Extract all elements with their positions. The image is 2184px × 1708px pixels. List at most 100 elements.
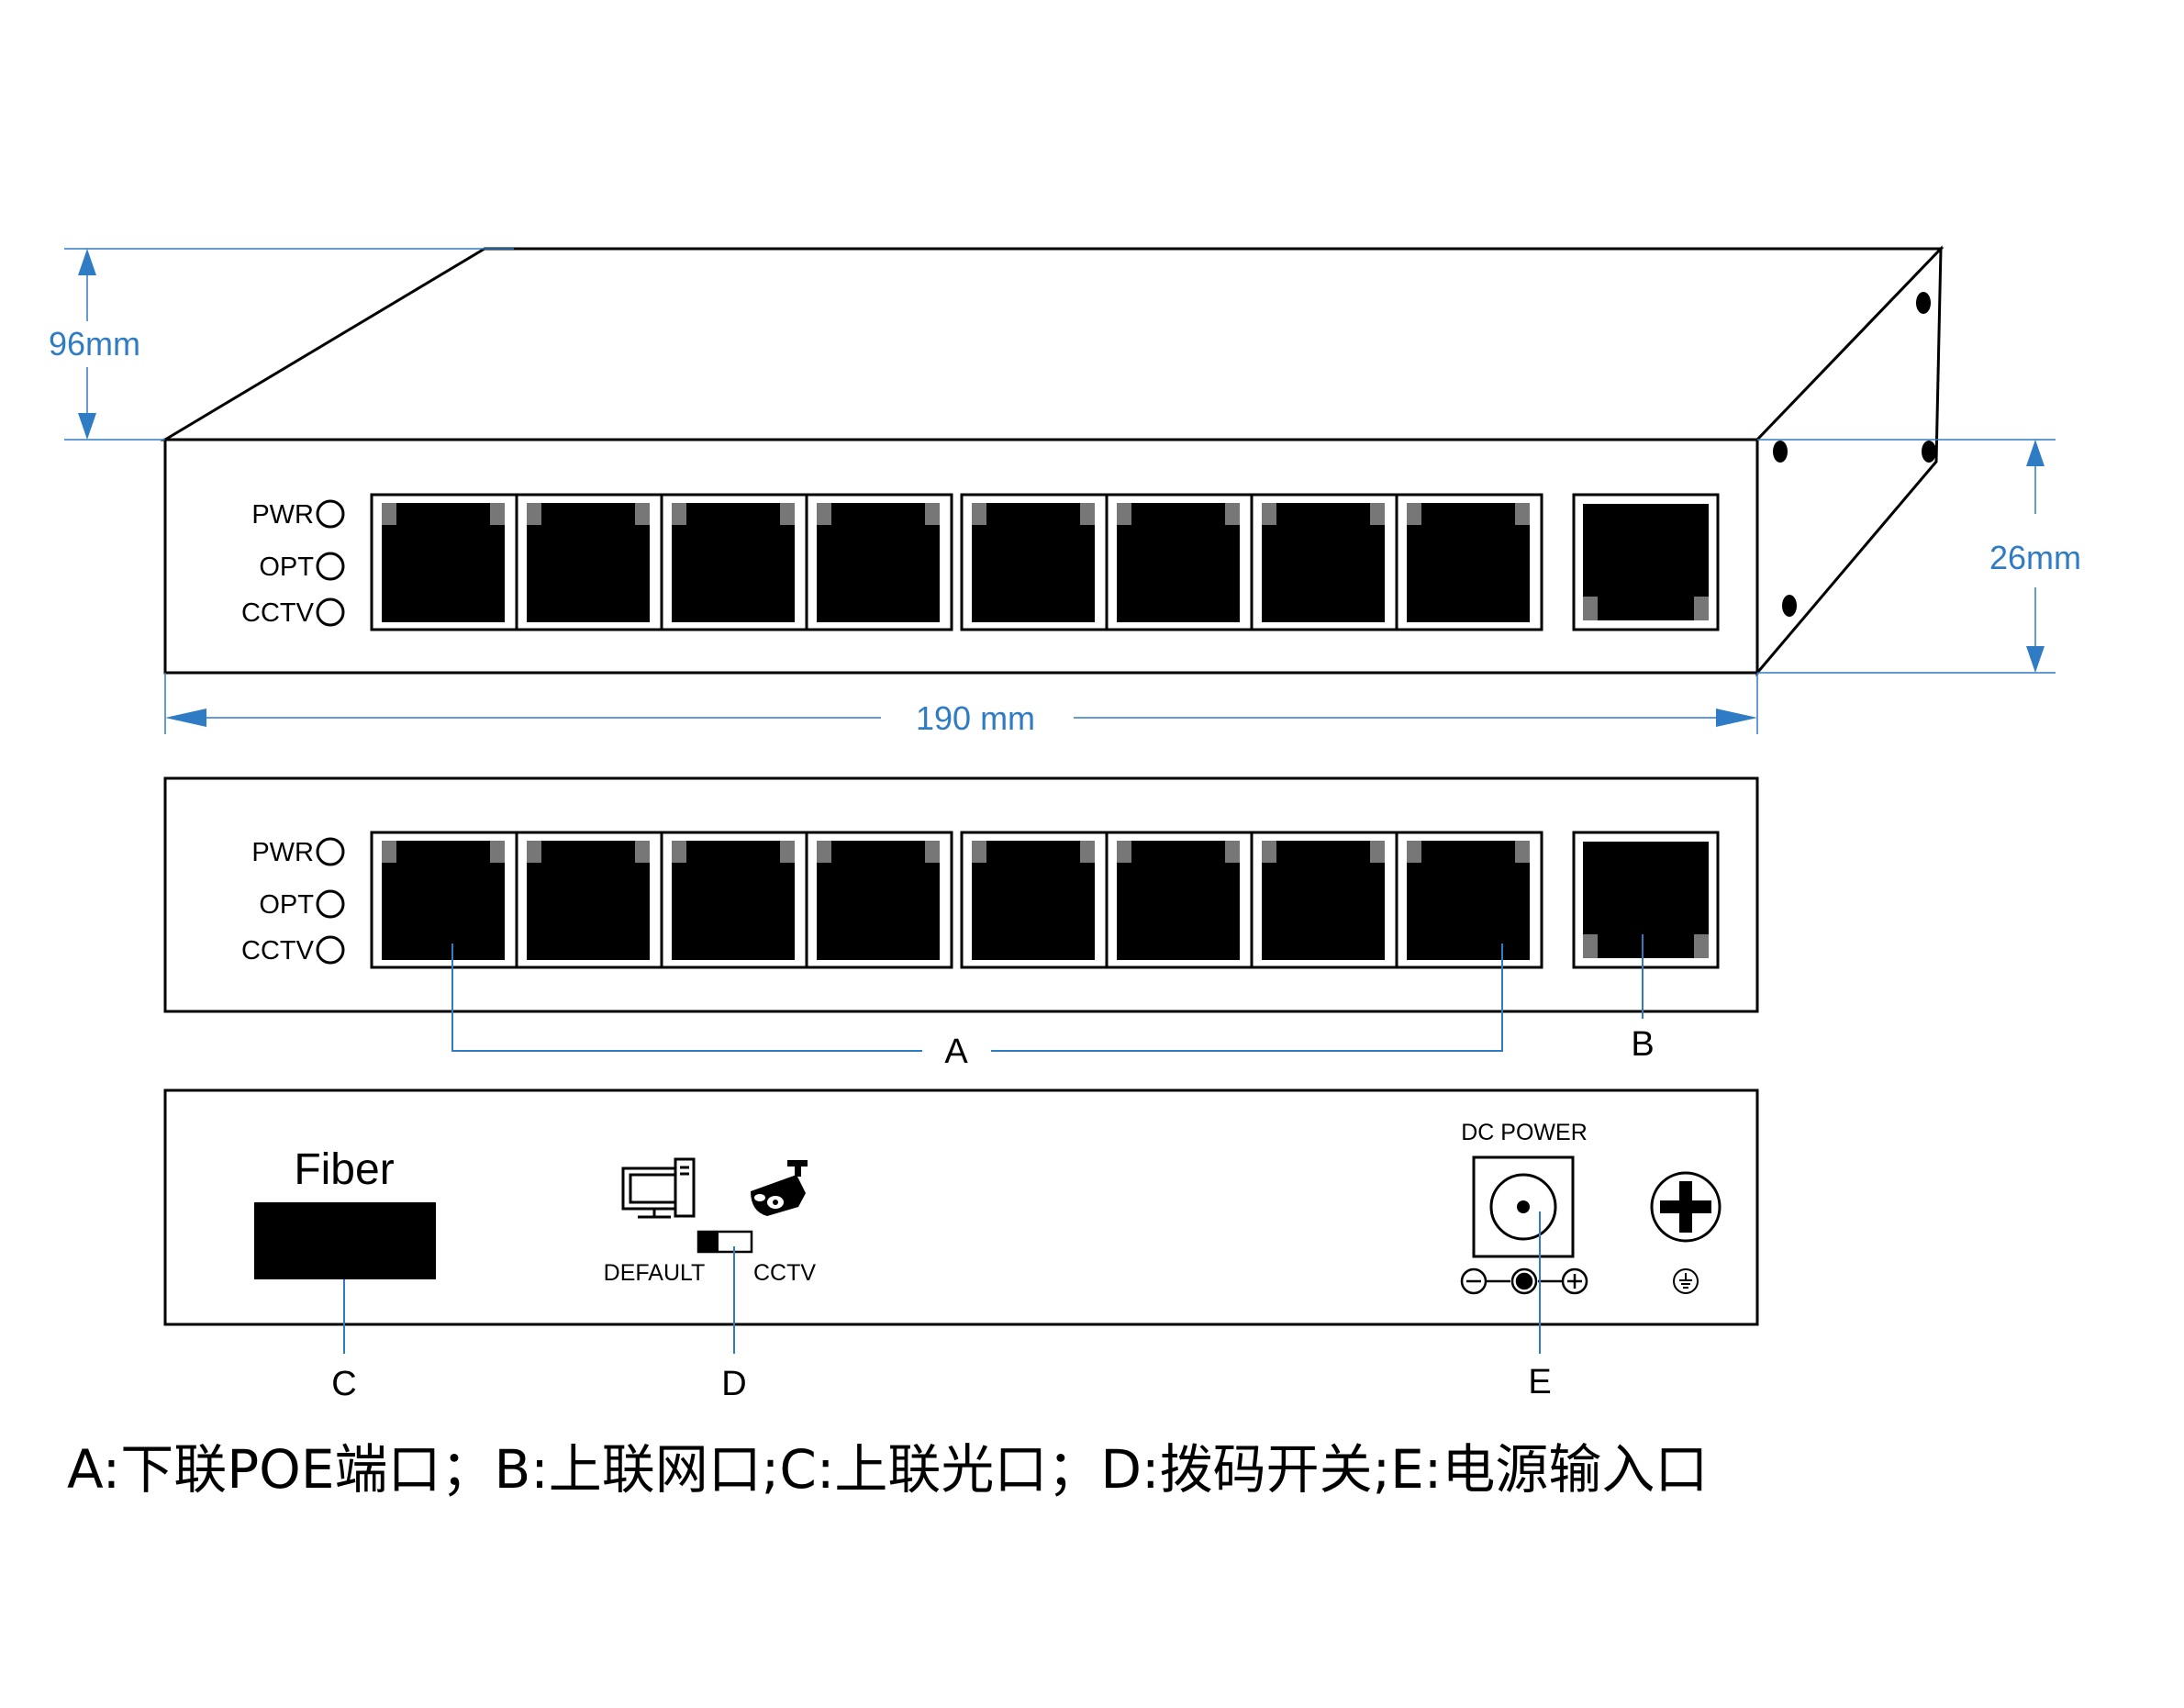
rear-panel-view: Fiber C DEFAULT CCTV (163, 1088, 1759, 1403)
led-pwr-icon (316, 499, 345, 529)
poe-port (672, 841, 795, 960)
port-latch (1694, 597, 1709, 620)
port-latch (527, 503, 541, 525)
poe-port (1407, 841, 1530, 960)
poe-port (1262, 841, 1385, 960)
poe-port (672, 503, 795, 622)
front-panel-view: PWR OPT CCTV A B (163, 776, 1759, 1071)
uplink-port-socket (1583, 504, 1709, 620)
poe-port (527, 503, 650, 622)
port-latch (490, 503, 505, 525)
port-latch (1583, 597, 1598, 620)
port-latch (1694, 934, 1709, 958)
port-latch (672, 503, 686, 525)
led-label-pwr: PWR (251, 838, 314, 867)
port-latch (382, 841, 396, 863)
port-latch (780, 503, 795, 525)
led-label-cctv: CCTV (241, 598, 315, 628)
led-opt-icon (316, 552, 345, 581)
port-latch (972, 841, 986, 863)
port-latch (925, 503, 940, 525)
port-latch (1080, 503, 1095, 525)
port-latch (1225, 503, 1240, 525)
port-latch (1117, 841, 1131, 863)
port-latch (1583, 934, 1598, 958)
dimension-height-front: 26mm (1989, 539, 2081, 576)
callout-label-c: C (331, 1365, 356, 1403)
led-cctv-icon (316, 935, 345, 965)
led-opt-icon (316, 889, 345, 919)
polarity-icon (1460, 1267, 1588, 1295)
port-latch (925, 841, 940, 863)
dimension-height-total: 96mm (49, 325, 140, 363)
port-latch (1370, 503, 1385, 525)
legend-caption: A:下联POE端口；B:上联网口;C:上联光口；D:拨码开关;E:电源输入口 (67, 1438, 1708, 1501)
switch-label-cctv: CCTV (753, 1260, 816, 1286)
dc-power-label: DC POWER (1461, 1120, 1588, 1145)
uplink-port (1572, 493, 1720, 631)
ground-symbol-icon (1673, 1268, 1699, 1294)
port-latch (1080, 841, 1095, 863)
callout-label-d: D (721, 1365, 746, 1403)
led-label-pwr: PWR (251, 500, 314, 530)
poe-port (972, 503, 1095, 622)
port-latch (817, 841, 831, 863)
arrow-down-icon (2026, 646, 2045, 673)
port-latch (672, 841, 686, 863)
dimension-lines (64, 248, 2056, 734)
port-latch (817, 503, 831, 525)
led-indicators: PWR OPT CCTV (241, 837, 345, 966)
poe-port (382, 841, 505, 960)
led-indicators: PWR OPT CCTV (241, 499, 345, 628)
port-latch (490, 841, 505, 863)
computer-icon (621, 1157, 696, 1219)
cctv-camera-icon (751, 1160, 808, 1216)
poe-port (972, 841, 1095, 960)
port-latch (635, 841, 650, 863)
port-latch (1262, 503, 1276, 525)
port-latch (1407, 503, 1421, 525)
led-label-opt: OPT (259, 553, 314, 582)
arrow-up-icon (2026, 440, 2045, 466)
poe-port (1262, 503, 1385, 622)
port-latch (1407, 841, 1421, 863)
poe-port-group (370, 831, 1543, 969)
port-latch (1225, 841, 1240, 863)
dimension-width: 190 mm (916, 699, 1035, 737)
poe-port (817, 503, 940, 622)
poe-port (1117, 503, 1240, 622)
dip-switch (696, 1230, 753, 1254)
poe-port-group (370, 493, 1543, 631)
led-pwr-icon (316, 837, 345, 866)
port-latch (972, 503, 986, 525)
led-label-cctv: CCTV (241, 936, 315, 966)
poe-port (1117, 841, 1240, 960)
uplink-port (1572, 831, 1720, 969)
port-latch (1515, 841, 1530, 863)
port-latch (635, 503, 650, 525)
screw-icon (1782, 595, 1797, 617)
fiber-label: Fiber (294, 1145, 394, 1194)
port-latch (1370, 841, 1385, 863)
callout-label-e: E (1528, 1363, 1551, 1401)
port-latch (1117, 503, 1131, 525)
dc-power-pin-icon (1517, 1200, 1530, 1213)
poe-port (1407, 503, 1530, 622)
poe-port (527, 841, 650, 960)
callout-label-a: A (944, 1033, 968, 1071)
screw-icon (1916, 292, 1931, 314)
led-label-opt: OPT (259, 890, 314, 920)
callout-a-leader (451, 943, 1503, 1052)
switch-label-default: DEFAULT (604, 1260, 706, 1286)
arrow-up-icon (78, 249, 96, 275)
port-latch (1262, 841, 1276, 863)
callout-label-b: B (1631, 1025, 1654, 1064)
fiber-port (254, 1202, 436, 1279)
isometric-view: PWR OPT CCTV (160, 245, 1944, 677)
port-latch (382, 503, 396, 525)
poe-port (817, 841, 940, 960)
chassis-top-face (160, 247, 1944, 441)
port-latch (780, 841, 795, 863)
screw-icon (1922, 441, 1936, 463)
